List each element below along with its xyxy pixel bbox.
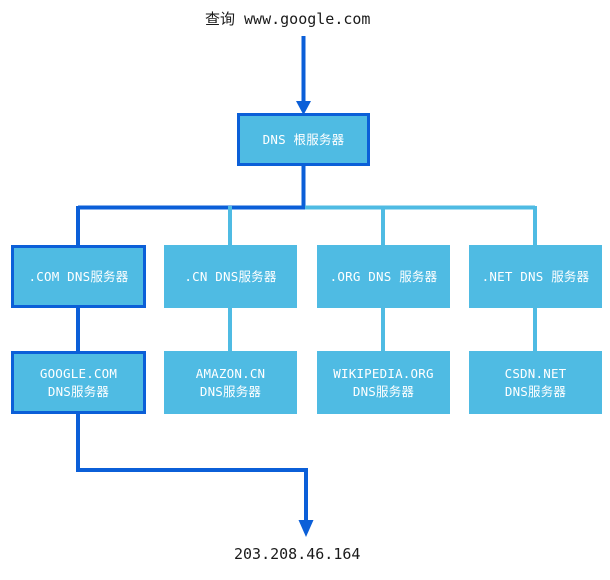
node-label: DNS 根服务器 [262,131,345,147]
node-auth-wikipedia-org[interactable]: WIKIPEDIA.ORG DNS服务器 [317,351,450,414]
node-label-line1: CSDN.NET [504,365,567,381]
node-label-line2: DNS服务器 [504,383,567,399]
node-label: .ORG DNS 服务器 [329,268,438,284]
node-label: .NET DNS 服务器 [481,268,590,284]
node-tld-com[interactable]: .COM DNS服务器 [11,245,146,308]
node-label-line1: WIKIPEDIA.ORG [333,365,434,381]
node-label-line2: DNS服务器 [352,383,415,399]
answer-path [76,414,314,537]
node-label-line1: GOOGLE.COM [39,365,118,381]
query-arrow [296,36,311,115]
node-tld-cn[interactable]: .CN DNS服务器 [164,245,297,308]
node-auth-amazon-cn[interactable]: AMAZON.CN DNS服务器 [164,351,297,414]
resolved-ip-label: 203.208.46.164 [234,545,361,563]
node-label-line2: DNS服务器 [47,383,110,399]
node-auth-google-com[interactable]: GOOGLE.COM DNS服务器 [11,351,146,414]
node-label-line1: AMAZON.CN [195,365,266,381]
node-label-line2: DNS服务器 [199,383,262,399]
node-label: .CN DNS服务器 [184,268,277,284]
node-tld-net[interactable]: .NET DNS 服务器 [469,245,602,308]
node-label: .COM DNS服务器 [28,268,129,284]
node-tld-org[interactable]: .ORG DNS 服务器 [317,245,450,308]
node-auth-csdn-net[interactable]: CSDN.NET DNS服务器 [469,351,602,414]
query-label: 查询 www.google.com [205,10,371,28]
node-dns-root[interactable]: DNS 根服务器 [237,113,370,166]
